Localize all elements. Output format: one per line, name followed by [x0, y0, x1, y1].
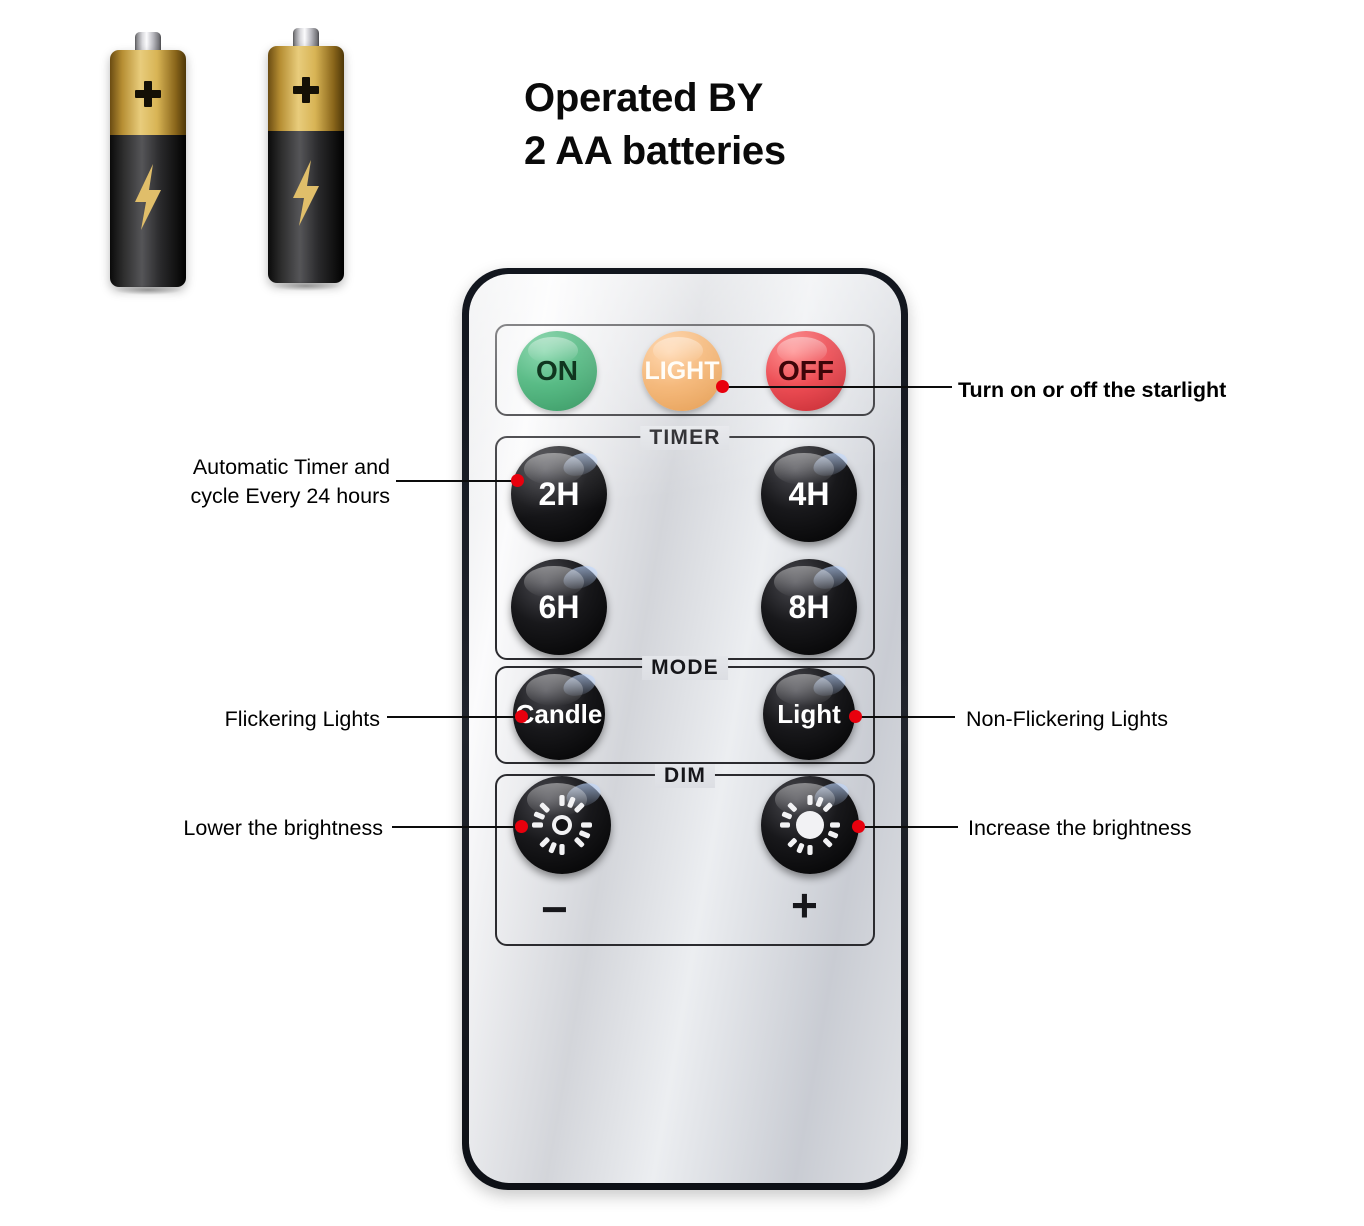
sun-bright-icon: [779, 794, 841, 856]
anchor-dot-starlight: [716, 380, 729, 393]
timer-group-label: TIMER: [640, 426, 730, 450]
leader-line-timer: [396, 480, 516, 482]
mode-group-label: MODE: [642, 656, 728, 680]
title-line-1: Operated BY: [524, 76, 763, 120]
battery-shadow: [272, 281, 340, 291]
battery-body: [268, 46, 344, 283]
annotation-non-flickering: Non-Flickering Lights: [966, 707, 1168, 731]
leader-line-flickering: [387, 716, 520, 718]
on-button[interactable]: ON: [517, 331, 597, 411]
timer-2h-button[interactable]: 2H: [511, 446, 607, 542]
battery-icon: [110, 32, 186, 295]
dim-plus-symbol: +: [791, 879, 818, 931]
annotation-lower-brightness: Lower the brightness: [183, 816, 383, 840]
mode-candle-button[interactable]: Candle: [513, 668, 605, 760]
dim-group-label: DIM: [654, 764, 716, 788]
timer-2h-label: 2H: [538, 475, 580, 512]
power-button-group: [495, 324, 875, 416]
mode-candle-label: Candle: [515, 698, 603, 729]
mode-light-button[interactable]: Light: [763, 668, 855, 760]
dim-minus-symbol: −: [541, 883, 568, 935]
leader-line-starlight: [722, 386, 952, 388]
sun-dim-icon: [531, 794, 593, 856]
battery-body: [110, 50, 186, 287]
timer-6h-button[interactable]: 6H: [511, 559, 607, 655]
page-title: Operated BY 2 AA batteries: [524, 72, 1044, 178]
timer-4h-button[interactable]: 4H: [761, 446, 857, 542]
timer-8h-button[interactable]: 8H: [761, 559, 857, 655]
annotation-starlight: Turn on or off the starlight: [958, 378, 1227, 402]
light-power-button[interactable]: LIGHT: [642, 331, 722, 411]
leader-line-lower-brightness: [392, 826, 520, 828]
lightning-bolt-icon: [289, 159, 323, 226]
annotation-increase-brightness: Increase the brightness: [968, 816, 1192, 840]
anchor-dot-lower-brightness: [515, 820, 528, 833]
mode-button-group: MODE: [495, 656, 875, 764]
off-button-label: OFF: [778, 355, 834, 386]
leader-line-increase-brightness: [858, 826, 958, 828]
mode-light-label: Light: [777, 698, 841, 729]
anchor-dot-timer: [511, 474, 524, 487]
plus-terminal-icon: [135, 80, 161, 107]
anchor-dot-non-flickering: [849, 710, 862, 723]
lightning-bolt-icon: [131, 163, 165, 230]
annotation-timer-line-2: cycle Every 24 hours: [190, 483, 390, 508]
timer-6h-label: 6H: [538, 588, 580, 625]
anchor-dot-increase-brightness: [852, 820, 865, 833]
annotation-timer: Automatic Timer and cycle Every 24 hours: [0, 453, 390, 510]
timer-4h-label: 4H: [788, 475, 830, 512]
annotation-flickering: Flickering Lights: [224, 707, 380, 731]
anchor-dot-flickering: [515, 710, 528, 723]
battery-icon: [268, 28, 344, 291]
on-button-label: ON: [536, 355, 578, 386]
title-line-2: 2 AA batteries: [524, 128, 786, 173]
battery-shadow: [114, 285, 182, 295]
off-button[interactable]: OFF: [766, 331, 846, 411]
plus-terminal-icon: [293, 76, 319, 103]
remote-faceplate: ON LIGHT OFF TIMER 2H 4H 6H 8H MODE Cand…: [469, 274, 901, 1183]
light-power-button-label: LIGHT: [644, 356, 720, 385]
annotation-timer-line-1: Automatic Timer and: [192, 455, 390, 479]
dim-button-group: DIM: [495, 764, 875, 946]
timer-8h-label: 8H: [788, 588, 830, 625]
dim-up-button[interactable]: [761, 776, 859, 874]
leader-line-non-flickering: [855, 716, 955, 718]
remote-control: ON LIGHT OFF TIMER 2H 4H 6H 8H MODE Cand…: [462, 268, 908, 1190]
dim-down-button[interactable]: [513, 776, 611, 874]
